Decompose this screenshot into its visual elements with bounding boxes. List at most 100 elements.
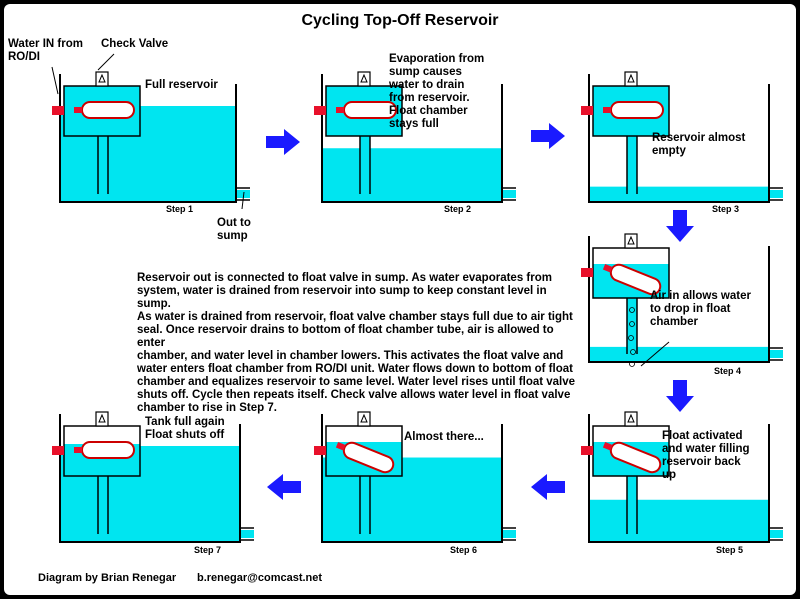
stem-water-step-1 [98, 136, 108, 202]
out-pipe-water-step-7 [240, 530, 254, 538]
description-text: Reservoir out is connected to float valv… [137, 272, 576, 414]
chamber-stem-step-5 [626, 476, 638, 534]
step-label-5: Step 5 [716, 545, 744, 555]
arrow-step5-to-6 [531, 474, 565, 500]
air-bubble-5 [629, 361, 635, 367]
chamber-stem-step-6 [359, 476, 371, 534]
out-to-sump-pointer [241, 191, 245, 210]
check-valve-pointer [97, 53, 115, 71]
out-pipe-water-step-2 [502, 190, 516, 198]
chamber-stem-step-4 [626, 298, 638, 354]
out-pipe-step-2 [502, 187, 516, 201]
diagram-art [51, 53, 783, 543]
step-label-7: Step 7 [194, 545, 222, 555]
float-arm-step-2 [336, 107, 344, 113]
air-pointer-line [640, 341, 670, 367]
stem-water-step-5 [627, 476, 637, 542]
inlet-valve-step-7 [52, 446, 64, 455]
stem-water-step-4 [627, 298, 637, 362]
reservoir-wall-step-3 [588, 74, 770, 203]
stem-water-step-3 [627, 136, 637, 202]
float-step-2 [336, 101, 397, 119]
chamber-stem-step-7 [97, 476, 109, 534]
reservoir-water-step-4 [589, 346, 769, 362]
float-arm-step-1 [74, 107, 82, 113]
out-pipe-water-step-6 [502, 530, 516, 538]
check-valve-flap-step-1 [98, 73, 106, 83]
out-to-sump-label: Out to sump [217, 217, 251, 242]
float-step-1 [74, 101, 135, 119]
chamber-stem-step-3 [626, 136, 638, 194]
float-step-4 [602, 263, 662, 296]
chamber-stem-step-1 [97, 136, 109, 194]
float-arm-step-3 [603, 107, 611, 113]
out-pipe-step-5 [769, 527, 783, 541]
air-bubble-1 [629, 307, 635, 313]
step-label-3: Step 3 [712, 204, 740, 214]
arrow-step3-to-4 [666, 210, 694, 242]
reservoir-wall-step-1 [59, 74, 237, 203]
footer-email: b.renegar@comcast.net [197, 572, 323, 584]
arrow-step4-to-5 [666, 380, 694, 412]
inlet-valve-step-3 [581, 106, 593, 115]
check-valve-flap-step-5 [627, 413, 635, 423]
check-valve-flap-step-2 [360, 73, 368, 83]
float-body-step-3 [610, 101, 664, 119]
float-arm-step-4 [602, 263, 613, 273]
check-valve-flap-step-3 [627, 73, 635, 83]
out-pipe-step-4 [769, 347, 783, 361]
arrow-step1-to-2 [266, 129, 300, 155]
water-in-pointer [51, 66, 59, 95]
diagram-canvas: Cycling Top-Off Reservoir Full reservoir… [4, 4, 796, 595]
inlet-valve-step-5 [581, 446, 593, 455]
caption-step-2: Evaporation from sump causes water to dr… [389, 53, 485, 130]
float-step-5 [602, 441, 662, 474]
reservoir-wall-step-4 [588, 236, 770, 363]
step-label-6: Step 6 [450, 545, 478, 555]
air-bubble-3 [628, 335, 634, 341]
float-step-3 [603, 101, 664, 119]
out-pipe-water-step-1 [236, 190, 250, 198]
float-body-step-1 [81, 101, 135, 119]
float-body-step-7 [81, 441, 135, 459]
out-pipe-step-6 [502, 527, 516, 541]
air-bubble-2 [629, 321, 635, 327]
check-valve-label: Check Valve [101, 38, 169, 50]
step-label-1: Step 1 [166, 204, 194, 214]
air-bubble-4 [630, 349, 636, 355]
reservoir-water-step-3 [589, 186, 769, 202]
reservoir-water-step-5 [589, 499, 769, 542]
caption-step-7: Tank full again Float shuts off [145, 416, 225, 441]
inlet-valve-step-2 [314, 106, 326, 115]
footer-author: Diagram by Brian Renegar [38, 572, 177, 584]
check-valve-flap-step-7 [98, 413, 106, 423]
float-arm-step-6 [335, 441, 346, 451]
reservoir-wall-step-7 [59, 414, 241, 543]
float-arm-step-7 [74, 447, 82, 453]
arrow-step6-to-7 [267, 474, 301, 500]
out-pipe-water-step-5 [769, 530, 783, 538]
out-pipe-step-3 [769, 187, 783, 201]
check-valve-flap-step-6 [360, 413, 368, 423]
out-pipe-water-step-4 [769, 350, 783, 358]
caption-step-1: Full reservoir [145, 79, 218, 91]
caption-step-5: Float activated and water filling reserv… [662, 430, 750, 481]
inlet-valve-step-1 [52, 106, 64, 115]
stem-water-step-7 [98, 476, 108, 542]
reservoir-water-step-2 [322, 148, 502, 202]
water-in-label: Water IN from RO/DI [8, 38, 83, 63]
reservoir-wall-step-2 [321, 74, 503, 203]
step-label-2: Step 2 [444, 204, 472, 214]
arrow-step2-to-3 [531, 123, 565, 149]
float-arm-step-5 [602, 441, 613, 451]
float-step-7 [74, 441, 135, 459]
stem-water-step-6 [360, 476, 370, 542]
caption-step-6: Almost there... [404, 431, 484, 443]
out-pipe-step-7 [240, 527, 254, 541]
chamber-stem-step-2 [359, 136, 371, 194]
check-valve-flap-step-4 [627, 235, 635, 245]
caption-step-3: Reservoir almost empty [652, 132, 746, 157]
out-pipe-water-step-3 [769, 190, 783, 198]
inlet-valve-step-6 [314, 446, 326, 455]
